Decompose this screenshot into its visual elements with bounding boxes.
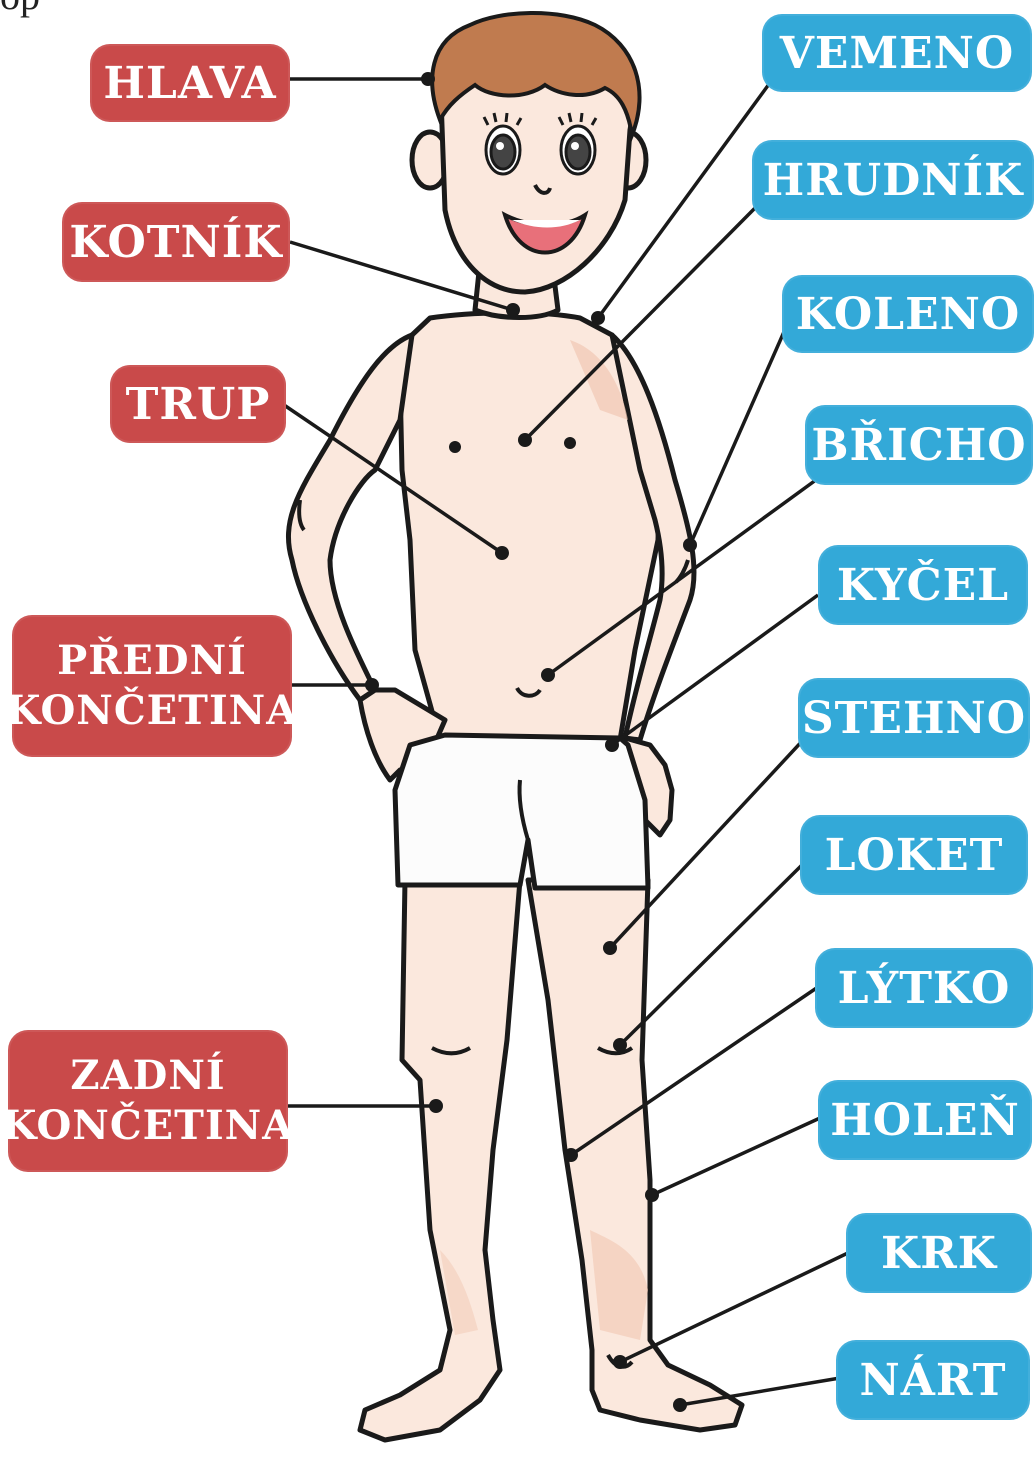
label-kycel: KYČEL <box>818 545 1028 625</box>
label-predni-koncetina: PŘEDNÍ KONČETINA <box>12 615 292 757</box>
left-leg <box>360 880 520 1440</box>
label-vemeno-text: VEMENO <box>780 28 1014 79</box>
label-stehno: STEHNO <box>798 678 1030 758</box>
right-leg <box>528 880 742 1430</box>
label-hlava-text: HLAVA <box>103 58 276 109</box>
label-zadni-line1: ZADNÍ <box>70 1051 225 1101</box>
label-bricho-text: BŘICHO <box>811 420 1026 471</box>
label-vemeno: VEMENO <box>762 14 1032 92</box>
label-krk-text: KRK <box>881 1228 997 1279</box>
label-loket-text: LOKET <box>825 830 1004 881</box>
label-koleno: KOLENO <box>782 275 1034 353</box>
label-kycel-text: KYČEL <box>837 560 1009 611</box>
label-zadni-koncetina: ZADNÍ KONČETINA <box>8 1030 288 1172</box>
label-krk: KRK <box>846 1213 1032 1293</box>
label-trup: TRUP <box>110 365 286 443</box>
label-holen: HOLEŇ <box>818 1080 1032 1160</box>
label-holen-text: HOLEŇ <box>830 1095 1020 1146</box>
label-stehno-text: STEHNO <box>802 693 1026 744</box>
label-kotnik-text: KOTNÍK <box>69 217 282 268</box>
label-nart-text: NÁRT <box>860 1355 1007 1406</box>
label-hrudnik-text: HRUDNÍK <box>763 155 1024 206</box>
label-trup-text: TRUP <box>126 379 271 430</box>
label-predni-line2: KONČETINA <box>6 686 299 736</box>
label-predni-line1: PŘEDNÍ <box>57 636 247 686</box>
label-hlava: HLAVA <box>90 44 290 122</box>
label-kotnik: KOTNÍK <box>62 202 290 282</box>
label-lytko-text: LÝTKO <box>838 963 1011 1014</box>
label-bricho: BŘICHO <box>805 405 1033 485</box>
label-nart: NÁRT <box>836 1340 1030 1420</box>
left-arm <box>288 335 412 700</box>
label-zadni-line2: KONČETINA <box>2 1101 295 1151</box>
label-lytko: LÝTKO <box>815 948 1033 1028</box>
label-koleno-text: KOLENO <box>796 289 1020 340</box>
label-hrudnik: HRUDNÍK <box>752 140 1034 220</box>
label-loket: LOKET <box>800 815 1028 895</box>
